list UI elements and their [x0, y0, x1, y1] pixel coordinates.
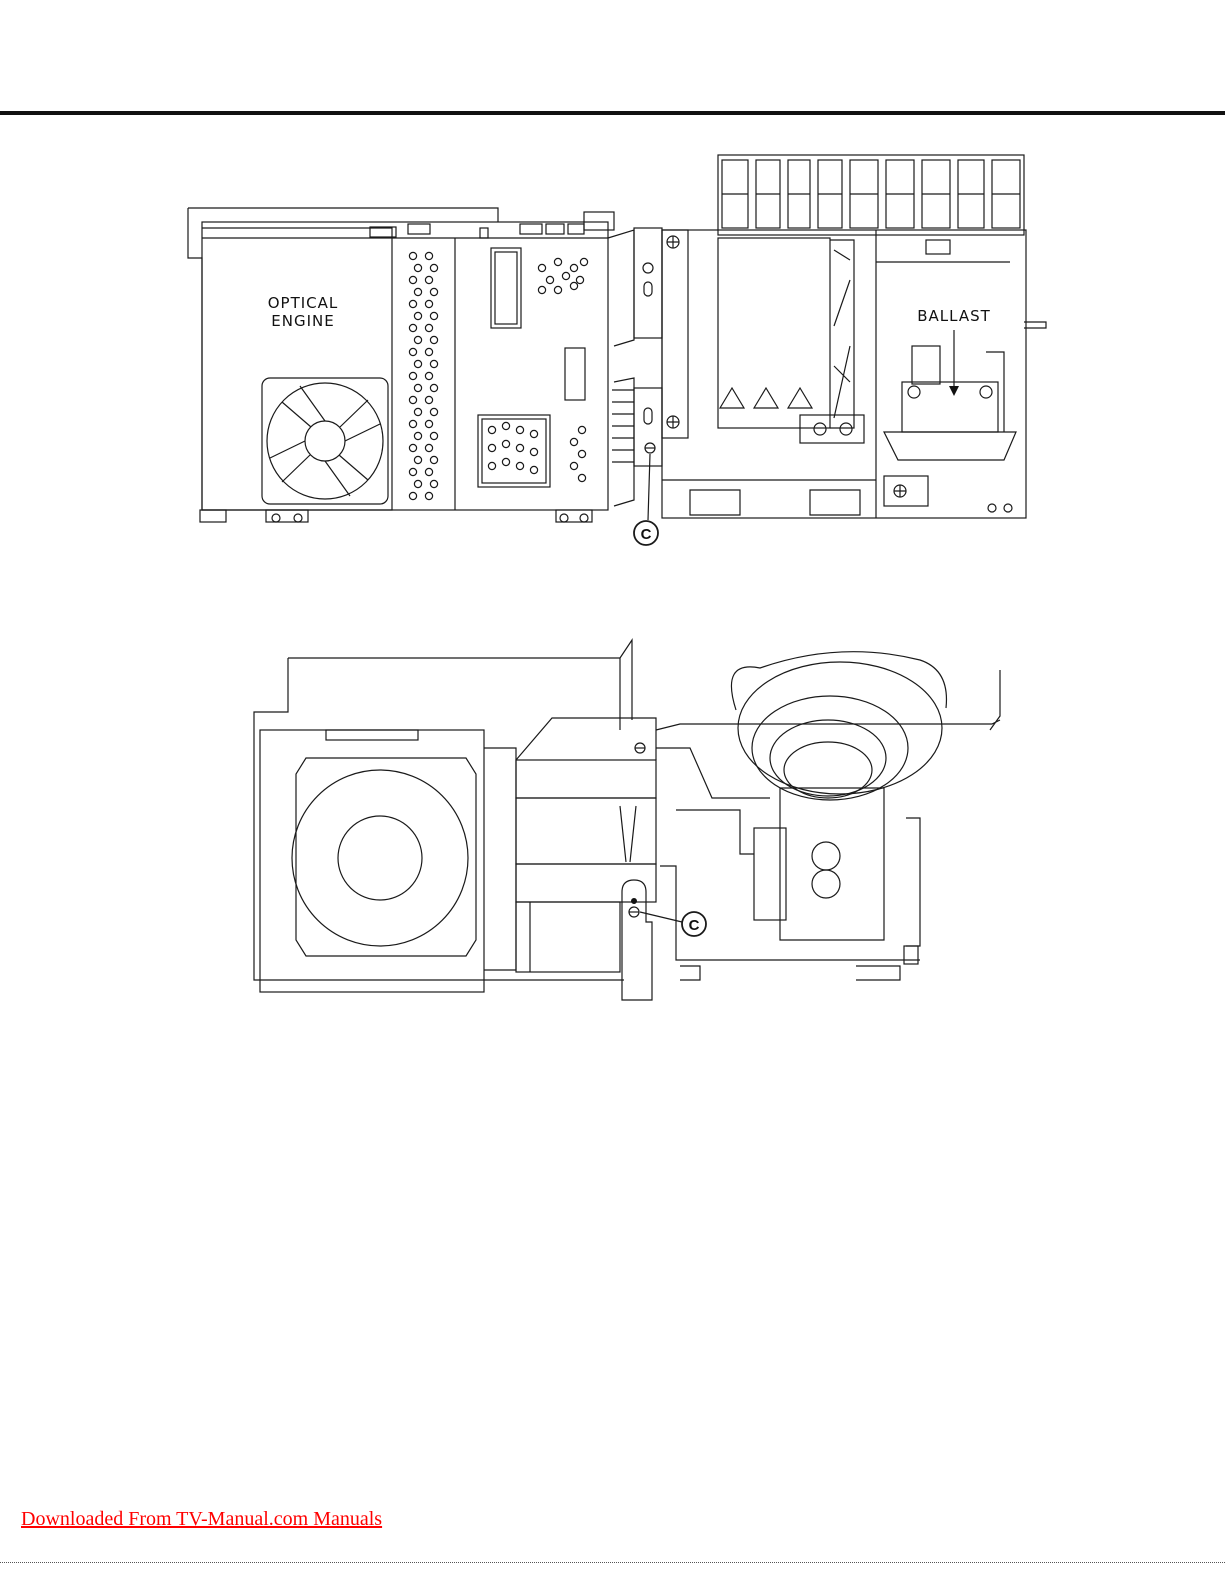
ballast-unit: BALLAST — [884, 307, 1016, 512]
top-assembly-diagram: OPTICAL ENGINE C — [0, 150, 1225, 560]
light-tunnel — [484, 718, 656, 972]
footer-rule — [0, 1562, 1225, 1563]
callout-c-label: C — [641, 526, 652, 543]
callout-c-label-bottom: C — [689, 917, 700, 934]
lens-assembly — [656, 652, 1000, 980]
mounting-bracket: C — [584, 212, 688, 545]
footer-download-link[interactable]: Downloaded From TV-Manual.com Manuals — [21, 1508, 382, 1531]
ballast-label: BALLAST — [917, 307, 991, 325]
optical-engine-label-line2: ENGINE — [271, 312, 334, 330]
side-bracket: C — [622, 880, 706, 1000]
optical-engine-label-line1: OPTICAL — [268, 294, 339, 312]
bottom-assembly-diagram: C — [0, 630, 1225, 1010]
engine-housing-side — [254, 640, 632, 992]
fan-icon — [262, 378, 388, 504]
circuit-board — [409, 238, 587, 510]
optical-engine-housing: OPTICAL ENGINE — [188, 208, 608, 522]
lamp-chassis — [662, 155, 1046, 518]
header-rule — [0, 111, 1225, 115]
